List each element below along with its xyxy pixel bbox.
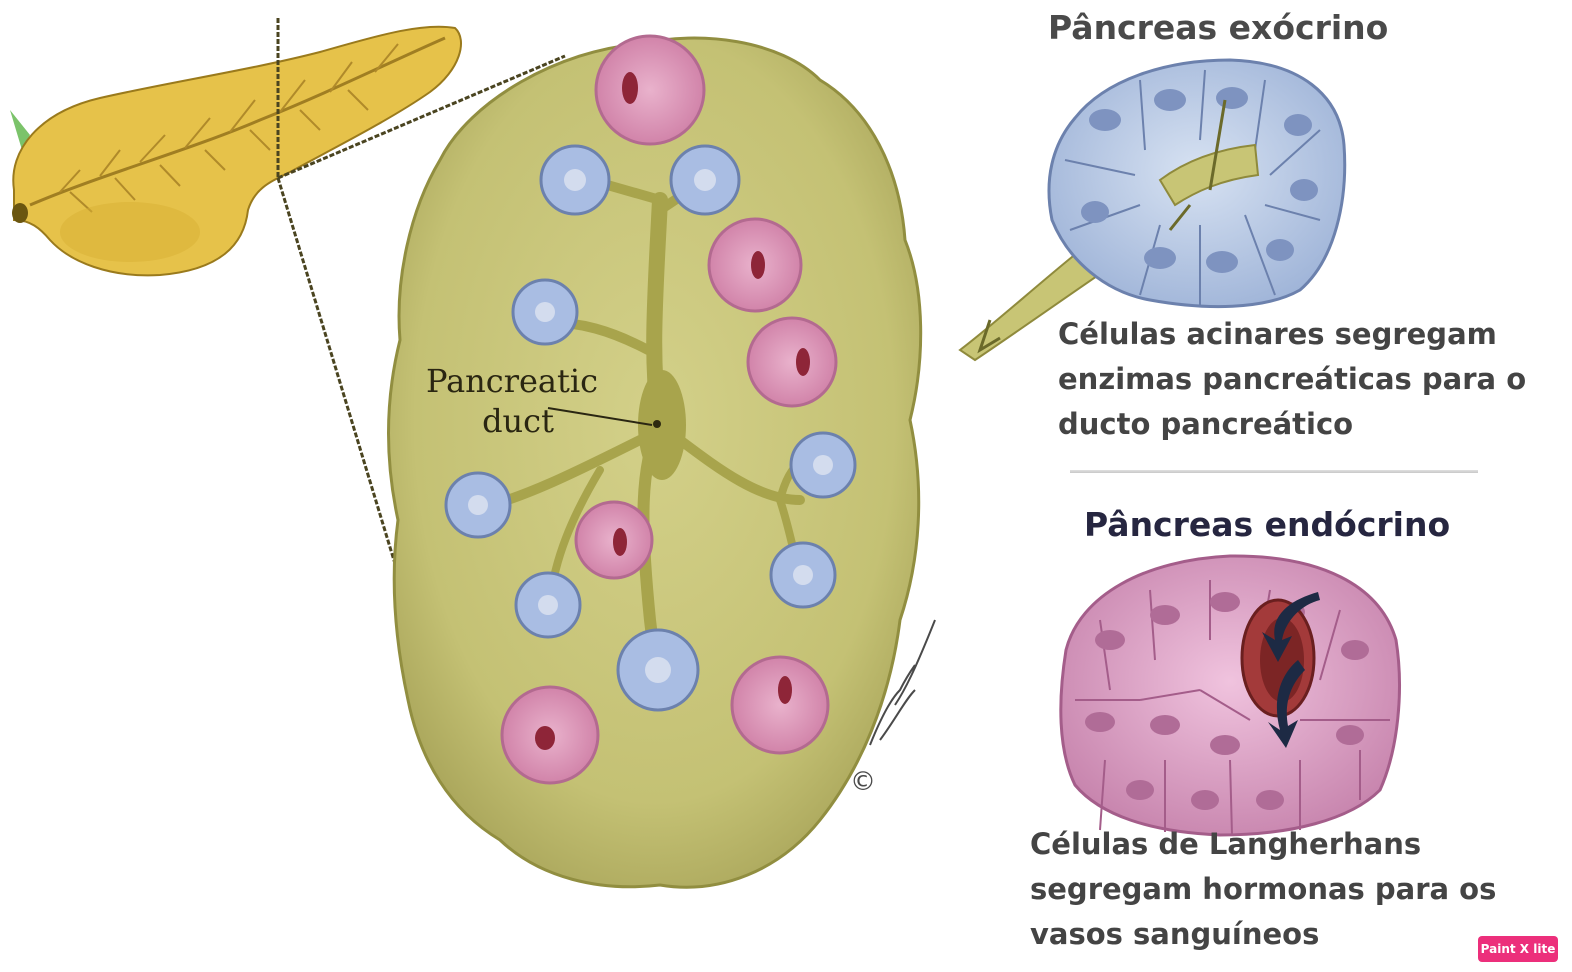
paint-x-lite-watermark[interactable]: Paint X lite [1478, 936, 1558, 962]
endocrine-caption-line: segregam hormonas para os [1030, 872, 1497, 906]
endocrine-caption: Células de Langherhans segregam hormonas… [1030, 822, 1496, 957]
islet-capillaries [535, 72, 810, 750]
exocrine-caption-line: ducto pancreático [1058, 407, 1354, 441]
duct-label-pointer [547, 407, 653, 426]
duct-label-line2: duct [482, 402, 554, 440]
endocrine-islet-illustration [1059, 554, 1401, 837]
duct-label-line1: Pancreatic [426, 362, 598, 400]
exocrine-caption-line: enzimas pancreáticas para o [1058, 362, 1527, 396]
section-divider [1070, 470, 1478, 473]
copyright-mark: © [850, 767, 876, 797]
endocrine-caption-line: Células de Langherhans [1030, 827, 1422, 861]
pancreas-organ [10, 25, 462, 277]
endocrine-caption-line: vasos sanguíneos [1030, 917, 1320, 951]
artist-signature [869, 619, 936, 746]
zoom-leader-lines [276, 18, 566, 601]
exocrine-acinus-illustration [958, 58, 1347, 362]
acini-centers [468, 169, 833, 683]
exocrine-caption-line: Células acinares segregam [1058, 317, 1497, 351]
exocrine-title: Pâncreas exócrino [1048, 8, 1389, 47]
endocrine-title: Pâncreas endócrino [1084, 505, 1451, 544]
exocrine-caption: Células acinares segregam enzimas pancre… [1058, 312, 1526, 447]
